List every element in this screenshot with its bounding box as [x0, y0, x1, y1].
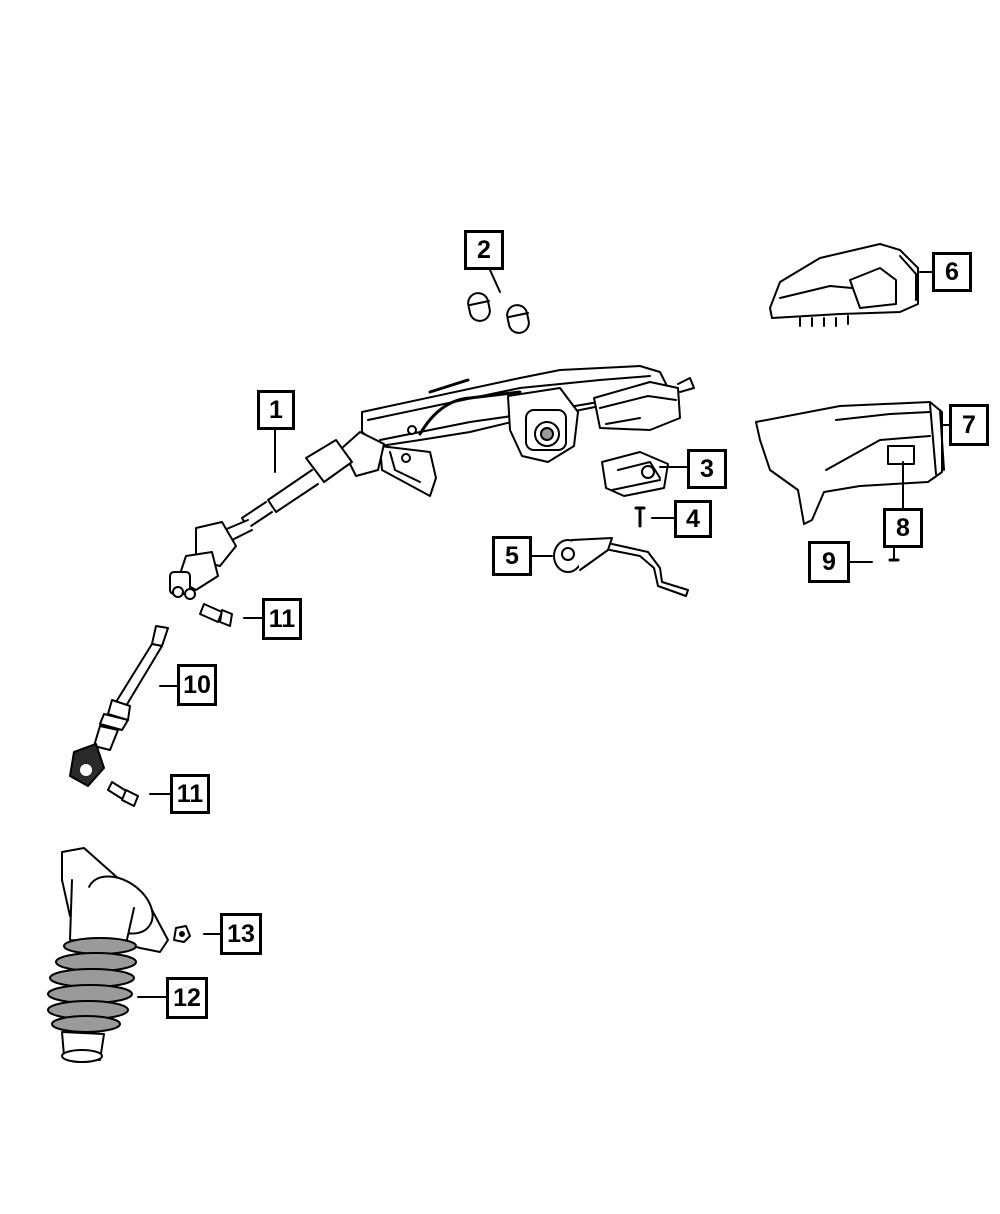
callout-7: 7 [949, 404, 989, 446]
callout-1: 1 [257, 390, 295, 430]
callout-12: 12 [166, 977, 208, 1019]
caps-part [467, 292, 530, 334]
screw-part-4 [634, 506, 646, 528]
callout-8: 8 [883, 508, 923, 548]
lever-part [553, 537, 689, 597]
callout-3: 3 [687, 449, 727, 489]
callout-11-upper: 11 [262, 598, 302, 640]
callout-6: 6 [932, 252, 972, 292]
screw-part-9 [888, 547, 900, 562]
callout-13: 13 [220, 913, 262, 955]
callout-2: 2 [464, 230, 504, 270]
nut-part [173, 925, 191, 943]
bolt-part-lower [107, 781, 139, 807]
callout-10: 10 [177, 664, 217, 706]
callout-5: 5 [492, 536, 532, 576]
steering-column-part [169, 365, 695, 600]
upper-shroud-part [769, 243, 919, 327]
callout-9: 9 [808, 541, 850, 583]
lower-shroud-part [755, 401, 945, 525]
bolt-part-upper [199, 603, 233, 627]
callout-4: 4 [674, 500, 712, 538]
leader-lines [137, 269, 951, 998]
switch-part [601, 451, 669, 497]
lower-shaft-part [69, 625, 169, 787]
boot-part [47, 847, 169, 1063]
callout-11-lower: 11 [170, 774, 210, 814]
